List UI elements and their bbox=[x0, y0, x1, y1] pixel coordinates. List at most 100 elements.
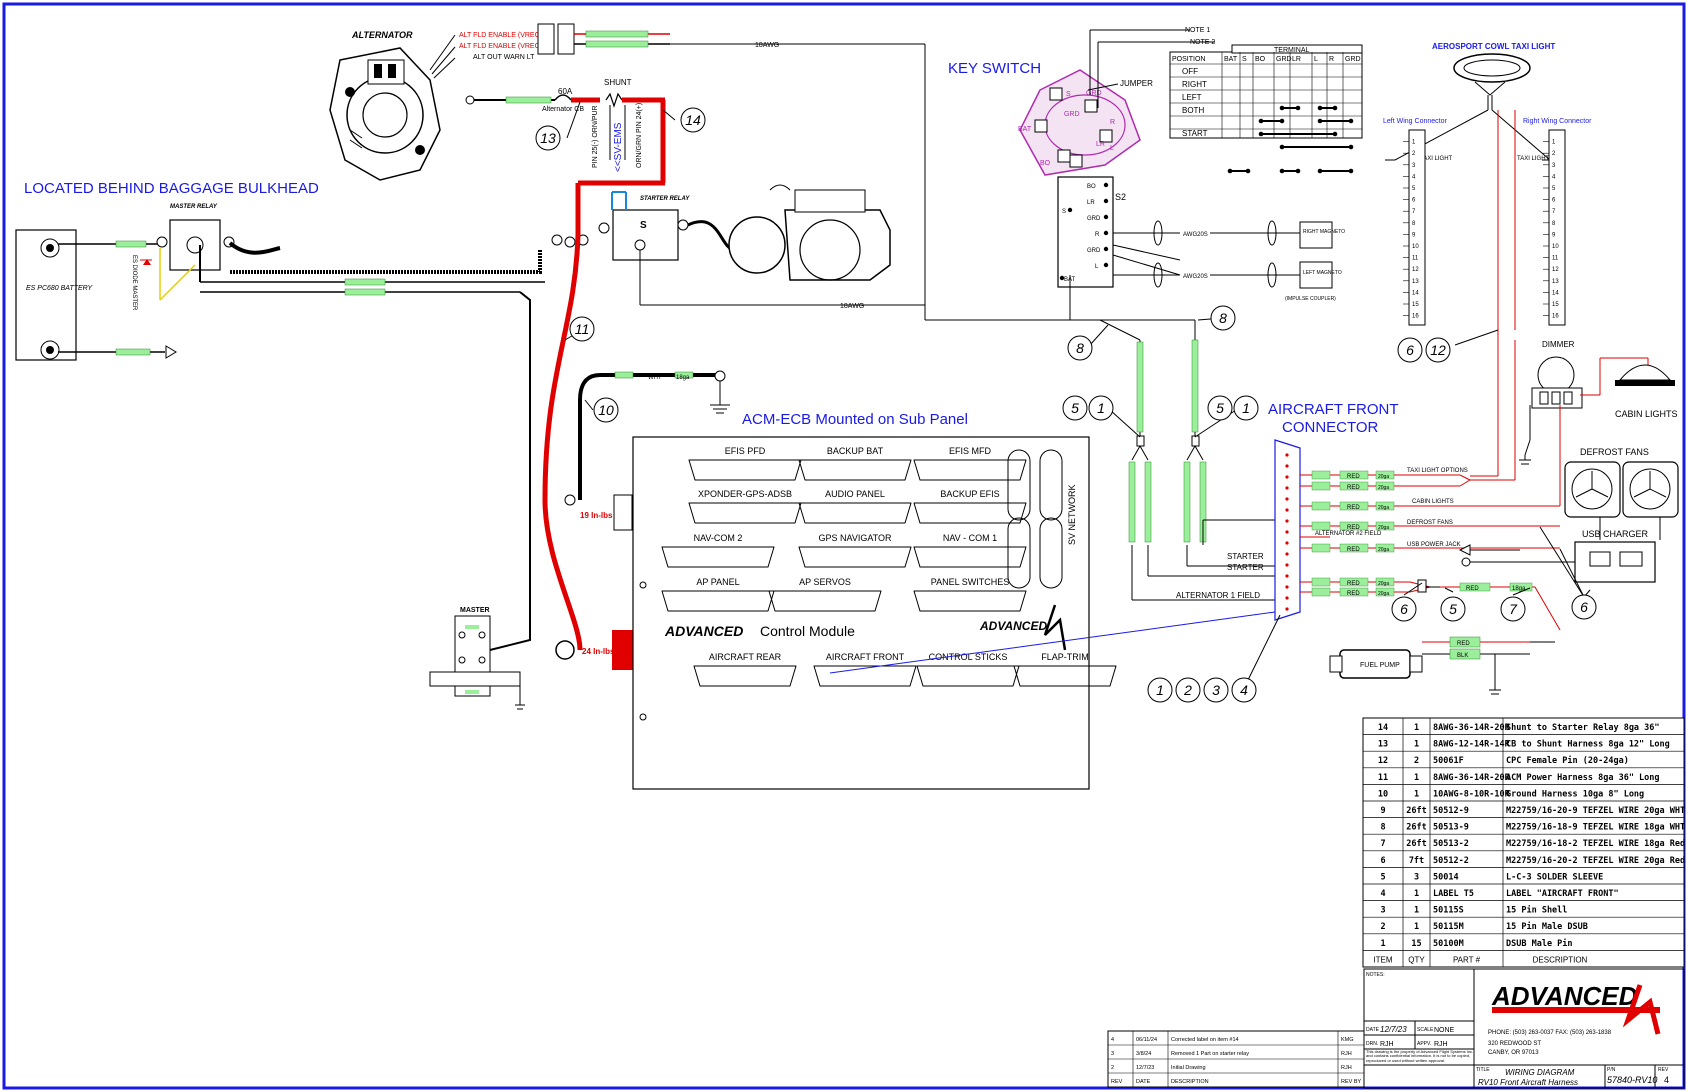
callout-balloon bbox=[1397, 337, 1423, 363]
right-wing-connector bbox=[1548, 129, 1566, 326]
table-cell: 7ft bbox=[1409, 856, 1424, 866]
wing-pin-number: 5 bbox=[1552, 186, 1556, 192]
fuel-blk: BLK bbox=[1457, 653, 1468, 659]
alt-lead-1: ALT FLD ENABLE (VREG) bbox=[459, 32, 542, 39]
alternator-label: ALTERNATOR bbox=[351, 30, 413, 40]
date-label: DATE bbox=[1366, 1027, 1380, 1033]
fuel-pump: FUEL PUMP RED BLK bbox=[1329, 636, 1555, 695]
acm-port-label: FLAP-TRIM bbox=[1041, 652, 1089, 662]
property-note: This drawing is the property of Advanced… bbox=[1366, 1050, 1473, 1062]
table-cell: 3 bbox=[1111, 1051, 1114, 1057]
table-cell: 26ft bbox=[1406, 823, 1426, 833]
wing-pin-number: 13 bbox=[1412, 279, 1419, 285]
table-cell: Initial Drawing bbox=[1171, 1065, 1206, 1071]
callout-number: 10 bbox=[598, 402, 614, 418]
pin25-label: PIN 25(-) ORN/PUR bbox=[592, 105, 599, 168]
table-cell: 14 bbox=[1378, 723, 1388, 733]
wing-pin-number: 6 bbox=[1552, 198, 1556, 204]
svg-text:ADVANCED: ADVANCED bbox=[979, 619, 1047, 633]
wing-pin-number: 16 bbox=[1552, 314, 1559, 320]
cb-60a-label: 60A bbox=[558, 87, 573, 96]
front-label-usb: USB POWER JACK bbox=[1407, 542, 1461, 548]
table-cell: M22759/16-18-2 TEFZEL WIRE 18ga Red bbox=[1506, 839, 1685, 849]
battery-label: ES PC680 BATTERY bbox=[26, 285, 93, 292]
table-cell: M22759/16-18-9 TEFZEL WIRE 18ga WHT bbox=[1506, 823, 1685, 833]
callout-number: 7 bbox=[1509, 601, 1518, 617]
svg-text:LR: LR bbox=[1096, 141, 1105, 148]
starter-label-1: STARTER bbox=[1227, 552, 1264, 561]
callout-number: 1 bbox=[1242, 400, 1250, 416]
table-cell: LABEL "AIRCRAFT FRONT" bbox=[1506, 889, 1619, 899]
right-magneto-label: RIGHT MAGNETO bbox=[1303, 229, 1345, 235]
table-cell: 50115M bbox=[1433, 922, 1464, 932]
acm-port-connector bbox=[1013, 665, 1117, 687]
notes-label: NOTES: bbox=[1366, 972, 1385, 978]
acm-port-connector bbox=[693, 665, 797, 687]
dsub-pins bbox=[1285, 453, 1289, 611]
table-cell: 15 Pin Shell bbox=[1506, 905, 1567, 916]
callout-balloon bbox=[1571, 594, 1597, 620]
table-cell: Shunt to Starter Relay 8ga 36" bbox=[1506, 723, 1660, 733]
dsub-pin bbox=[1285, 464, 1289, 468]
callout-balloon bbox=[1175, 677, 1201, 703]
s2-harness: STARTER STARTER ALTERNATOR 1 FIELD bbox=[829, 275, 1278, 674]
battery: ES PC680 BATTERY bbox=[15, 229, 93, 361]
master-relay: MASTER RELAY ES DIODE MASTER bbox=[131, 204, 235, 311]
jumper-label: JUMPER bbox=[1120, 79, 1153, 88]
callout-number: 6 bbox=[1400, 601, 1408, 617]
table-col-header: R bbox=[1329, 56, 1334, 63]
dsub-pin bbox=[1285, 453, 1289, 457]
acm-port-connector bbox=[916, 665, 1020, 687]
callout-balloon bbox=[1231, 677, 1257, 703]
table-col-header: POSITION bbox=[1172, 56, 1205, 63]
heading-acm: ACM-ECB Mounted on Sub Panel bbox=[742, 411, 968, 428]
wing-pin-number: 7 bbox=[1412, 209, 1416, 215]
table-cell: 50061F bbox=[1433, 756, 1464, 766]
table-cell: 1 bbox=[1380, 939, 1385, 949]
alt1-field-label: ALTERNATOR 1 FIELD bbox=[1176, 591, 1260, 600]
fuel-pump-label: FUEL PUMP bbox=[1360, 662, 1400, 669]
table-cell: 3/8/24 bbox=[1136, 1051, 1151, 1057]
front-label-cabin: CABIN LIGHTS bbox=[1412, 499, 1454, 505]
s2-label: S2 bbox=[1115, 192, 1126, 202]
cb-and-shunt: 60A Alternator CB SHUNT PIN 25(-) ORN/PU… bbox=[465, 78, 666, 235]
alternator: ALTERNATOR bbox=[329, 30, 441, 181]
table-cell: 50115S bbox=[1433, 906, 1464, 916]
acm-port-connector bbox=[798, 546, 912, 568]
s2-term-label: BO bbox=[1087, 184, 1096, 190]
ground-harness: 19 In-lbs bbox=[564, 370, 730, 531]
callout-balloon bbox=[1425, 337, 1451, 363]
wing-pin-number: 9 bbox=[1552, 232, 1556, 238]
callout-number: 5 bbox=[1449, 601, 1457, 617]
master-switch: MASTER bbox=[429, 607, 525, 710]
heading-taxi-light: AEROSPORT COWL TAXI LIGHT bbox=[1432, 42, 1555, 51]
callout-number: 13 bbox=[540, 130, 556, 146]
wing-pin-number: 15 bbox=[1412, 302, 1419, 308]
table-cell: 12/7/23 bbox=[1136, 1065, 1154, 1071]
taxi-label-right: TAXI LIGHT bbox=[1517, 156, 1550, 162]
acm-title-rest: Control Module bbox=[760, 623, 855, 639]
pn-label: P/N bbox=[1607, 1067, 1616, 1073]
callout-number: 11 bbox=[575, 321, 590, 337]
alt-cb-label: Alternator CB bbox=[542, 106, 584, 113]
acm-port-connector bbox=[913, 502, 1027, 524]
title-line-2: RV10 Front Aircraft Harness bbox=[1478, 1078, 1578, 1087]
wire-gauge-label: 20ga bbox=[1378, 505, 1389, 511]
dsub-pin bbox=[1285, 596, 1289, 600]
callout-number: 12 bbox=[1430, 342, 1446, 358]
callout-balloon bbox=[1440, 596, 1466, 622]
table-cell: 8AWG-36-14R-20R bbox=[1433, 773, 1511, 783]
table-cell: 1 bbox=[1414, 922, 1419, 932]
svg-text:GRD: GRD bbox=[1086, 90, 1102, 97]
wire-gauge-label: 20ga bbox=[1378, 485, 1389, 491]
callout-balloon bbox=[1391, 596, 1417, 622]
s2-term-label: GRD bbox=[1087, 216, 1101, 222]
phone: PHONE: (503) 263-0037 FAX: (503) 263-183… bbox=[1488, 1030, 1612, 1036]
wing-pin-number: 6 bbox=[1412, 198, 1416, 204]
